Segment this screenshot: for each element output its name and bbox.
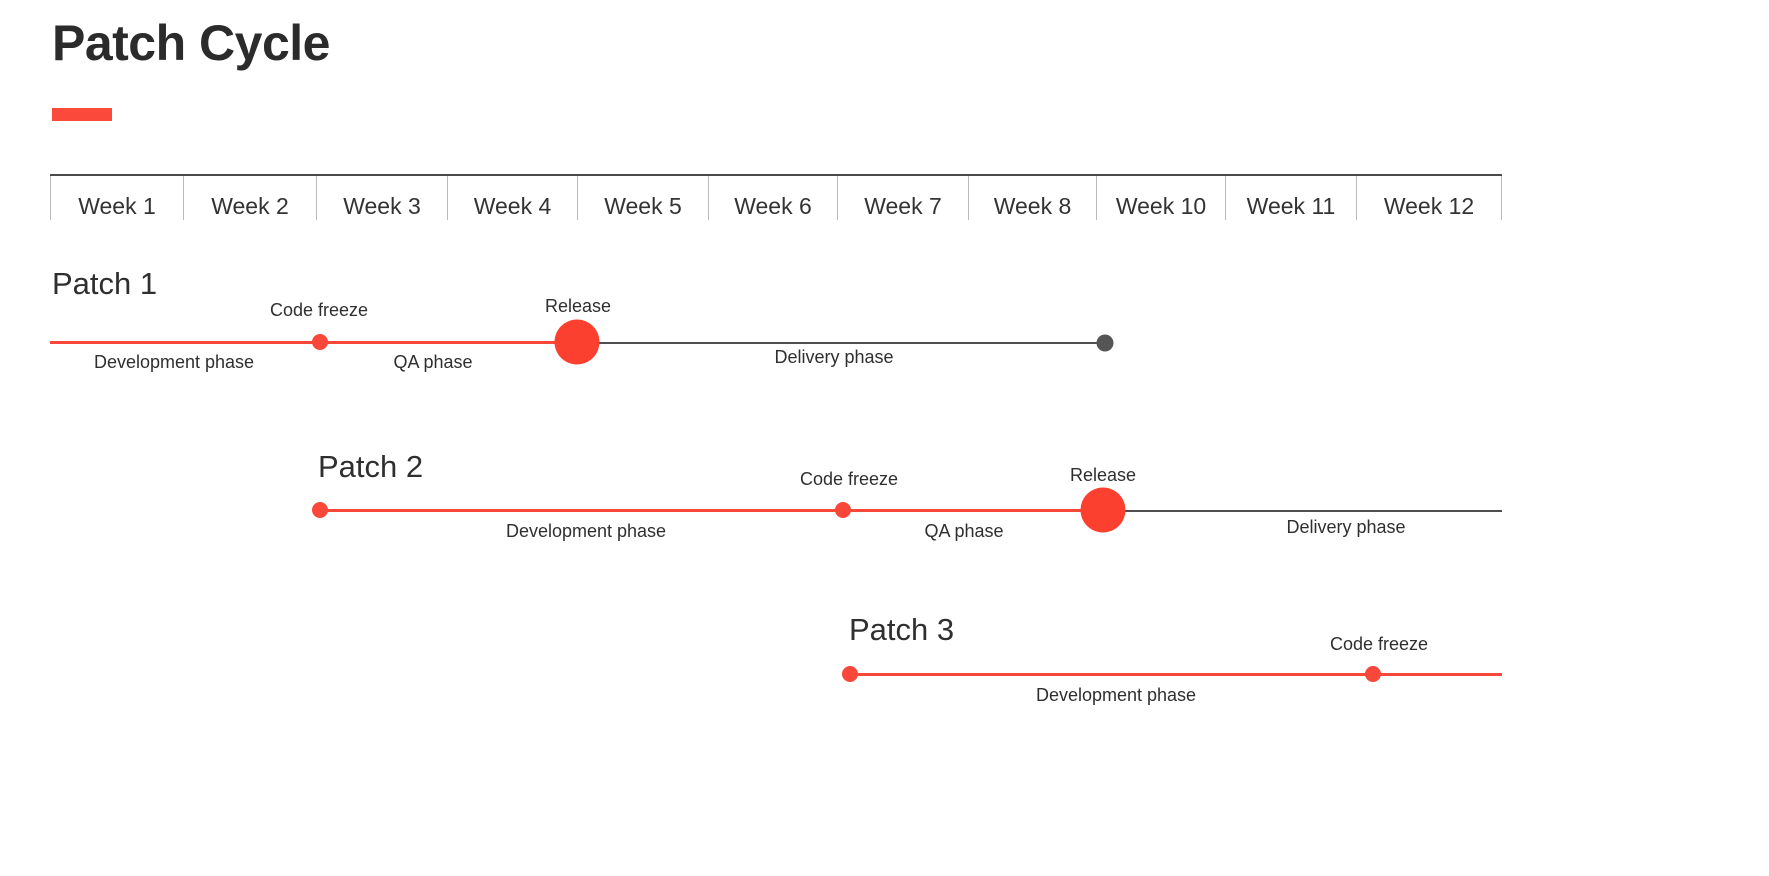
patch-2-title: Patch 2 [318,449,424,484]
week-cell-11: Week 11 [1225,176,1356,220]
week-label: Week 8 [993,192,1072,219]
week-cell-5: Week 5 [577,176,708,220]
patch-1-development-segment [50,341,320,344]
page-title: Patch Cycle [52,15,330,71]
patch-1-development-label: Development phase [93,352,255,372]
patch-3-development-segment [850,673,1502,676]
patch-1-delivery-segment [577,342,1105,344]
week-cell-10: Week 10 [1096,176,1225,220]
axis-line [50,174,1502,176]
patch-2-code-freeze-label: Code freeze [799,469,899,489]
week-label: Week 3 [343,192,421,219]
patch-1-code-freeze-marker[interactable] [312,334,328,350]
week-label: Week 10 [1115,192,1207,219]
week-label: Week 5 [604,192,682,219]
patch-3-development-label: Development phase [1035,685,1197,705]
patch-1-release-label: Release [544,296,612,316]
patch-3-title: Patch 3 [849,612,955,647]
patch-3-code-freeze-marker[interactable] [1365,666,1381,682]
week-label: Week 2 [211,192,289,219]
patch-2-code-freeze-marker[interactable] [835,502,851,518]
week-cell-1: Week 1 [50,176,183,220]
patch-2-release-marker[interactable] [1080,487,1126,533]
week-cell-8: Week 8 [968,176,1096,220]
patch-1-qa-segment [320,341,577,344]
week-label: Week 1 [78,192,156,219]
week-cell-3: Week 3 [316,176,447,220]
week-cell-4: Week 4 [447,176,577,220]
patch-2-qa-label: QA phase [924,521,1004,541]
week-axis: Week 1 Week 2 Week 3 Week 4 Week 5 Week … [50,174,1502,222]
week-label: Week 7 [864,192,942,219]
week-label: Week 11 [1246,192,1336,219]
patch-3-start-marker[interactable] [842,666,858,682]
patch-1-title: Patch 1 [52,266,158,301]
week-label: Week 12 [1383,192,1475,219]
patch-2-development-segment [320,509,843,512]
patch-1-code-freeze-label: Code freeze [269,300,369,320]
week-label: Week 4 [473,192,552,219]
patch-1-delivery-label: Delivery phase [774,347,894,367]
week-cell-2: Week 2 [183,176,316,220]
week-cell-7: Week 7 [837,176,968,220]
patch-2-development-label: Development phase [505,521,667,541]
patch-1-delivery-end-marker[interactable] [1096,334,1114,352]
patch-2-delivery-segment [1103,510,1502,512]
week-cell-6: Week 6 [708,176,837,220]
week-label: Week 6 [734,192,812,219]
title-accent-bar [52,108,112,121]
patch-1-release-marker[interactable] [554,319,600,365]
patch-1-qa-label: QA phase [393,352,473,372]
patch-2-release-label: Release [1069,465,1137,485]
patch-2-delivery-label: Delivery phase [1286,517,1406,537]
patch-2-start-marker[interactable] [312,502,328,518]
patch-3-code-freeze-label: Code freeze [1329,634,1429,654]
patch-2-qa-segment [843,509,1103,512]
week-cell-12: Week 12 [1356,176,1502,220]
